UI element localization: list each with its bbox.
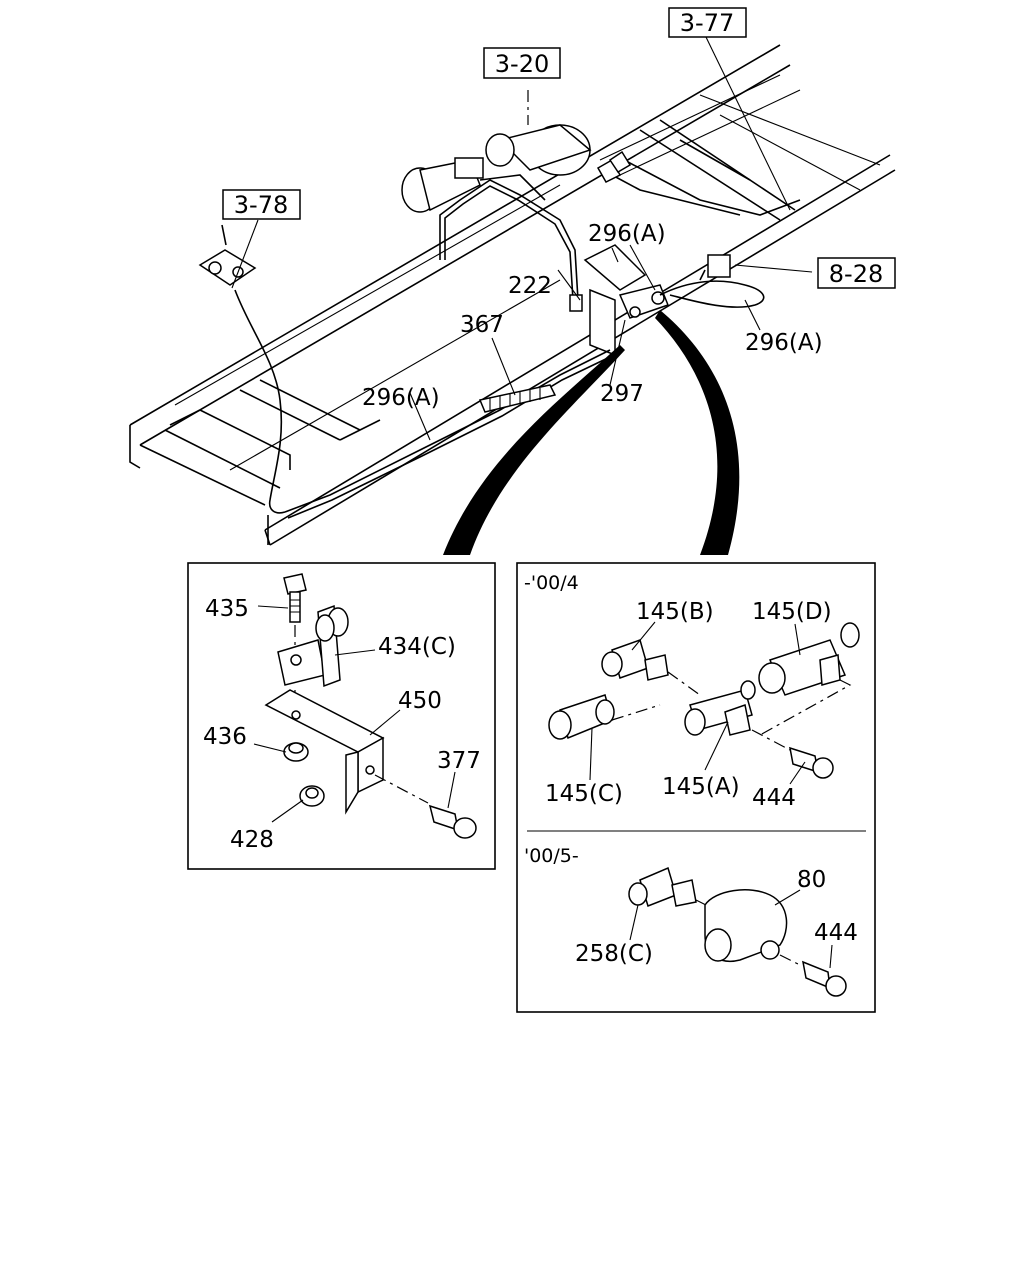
hose-296a-left [284,349,613,519]
section-label-top: -'00/4 [524,572,579,594]
callout-428: 428 [230,827,274,853]
fittings-panel: -'00/4 '00/5- [516,562,876,1013]
fitting-145b [601,639,701,696]
ref-label-8-28: 8-28 [829,260,883,288]
callout-377: 377 [437,748,481,774]
callout-444-bottom: 444 [814,920,858,946]
fitting-145c [548,694,661,740]
ref-box-3-78: 3-78 [222,189,301,220]
bracket-450 [264,689,385,815]
fitting-80 [704,889,801,966]
callout-296a-right: 296(A) [745,330,823,356]
callout-145b: 145(B) [636,599,714,625]
bolt-435 [283,573,307,650]
nut-436 [283,742,309,762]
sensor-cable-3-78 [198,224,286,514]
ref-label-3-77: 3-77 [680,9,734,37]
callout-297: 297 [600,381,644,407]
chassis-frame [129,44,896,546]
callout-436: 436 [203,724,247,750]
callout-435: 435 [205,596,249,622]
bolt-444-bottom [802,960,847,997]
callout-wedges [443,310,740,555]
callout-222: 222 [508,273,552,299]
valve-bracket-assembly [583,244,669,357]
ref-box-3-20: 3-20 [483,47,561,79]
callout-80: 80 [797,867,826,893]
callout-296a-left: 296(A) [362,385,440,411]
ref-box-8-28: 8-28 [817,257,896,289]
fitting-145d [758,622,860,736]
frame-leaders [231,34,813,441]
callout-434c: 434(C) [378,634,456,660]
ref-label-3-20: 3-20 [495,50,549,78]
callout-444-top: 444 [752,785,796,811]
callout-145d: 145(D) [752,599,832,625]
clip-434c [277,604,349,688]
washer-428 [299,785,325,807]
brake-booster [401,90,592,213]
callout-145a: 145(A) [662,774,740,800]
bolt-444-top [789,746,834,779]
callout-145c: 145(C) [545,781,623,807]
fitting-258c [628,866,713,909]
bracket-panel: 435 434(C) 450 436 377 428 [187,562,496,870]
ref-box-3-77: 3-77 [668,7,747,38]
callout-450: 450 [398,688,442,714]
bolt-377 [374,774,477,839]
fitting-145a [684,680,791,751]
section-label-bottom: '00/5- [524,845,579,867]
ref-label-3-78: 3-78 [234,191,288,219]
callout-258c: 258(C) [575,941,653,967]
hose-296a-right [596,150,801,308]
callout-296a-top: 296(A) [588,221,666,247]
callout-367: 367 [460,312,504,338]
brake-pipe-222 [439,174,583,312]
